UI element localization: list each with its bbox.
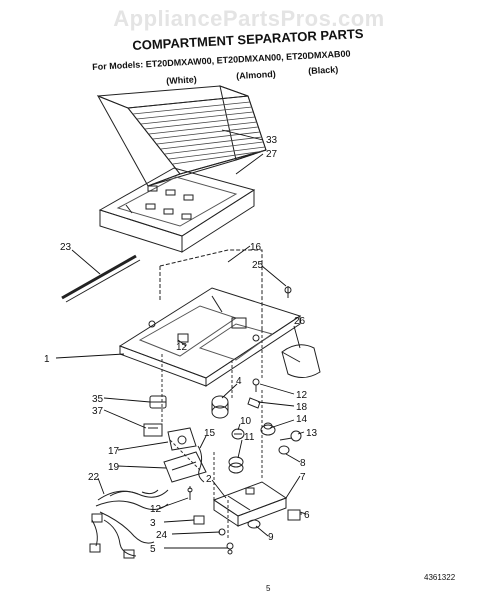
clip-part-37	[247, 397, 261, 409]
callout-13: 13	[306, 428, 318, 439]
housing-part-19	[163, 451, 207, 483]
callout-6: 6	[304, 510, 310, 521]
callout-12: 12	[150, 504, 162, 515]
callout-10: 10	[240, 416, 252, 427]
wire-frame-part	[159, 249, 263, 330]
part-8	[278, 445, 290, 455]
callout-16: 16	[250, 242, 262, 253]
callout-12: 12	[296, 390, 308, 401]
callout-3: 3	[150, 518, 156, 529]
callout-26: 26	[294, 316, 306, 327]
callout-19: 19	[108, 462, 120, 473]
cover-part-26	[281, 344, 321, 378]
callout-17: 17	[108, 446, 120, 457]
figure-code: 4361322	[424, 573, 456, 582]
part-3	[193, 515, 205, 525]
separator-tray-part	[118, 287, 302, 387]
part-5	[226, 542, 234, 555]
callout-37: 37	[92, 406, 104, 417]
callout-5: 5	[150, 544, 156, 555]
wiring-harness-part-22	[89, 489, 169, 559]
screw-part-12-lower	[187, 487, 193, 500]
thermostat-part-4	[211, 395, 229, 419]
callout-14: 14	[296, 414, 308, 425]
screw-part-25	[284, 286, 292, 298]
callout-8: 8	[300, 458, 306, 469]
callout-24: 24	[156, 530, 168, 541]
screw-part-12-upper	[252, 378, 260, 392]
wire-part-15	[197, 445, 205, 483]
bracket-part-18	[143, 423, 163, 437]
callout-1: 1	[44, 354, 50, 365]
callout-23: 23	[60, 242, 72, 253]
separator-frame-part	[98, 167, 256, 253]
control-housing-part-17	[167, 427, 197, 451]
callout-25: 25	[252, 260, 264, 271]
callout-35: 35	[92, 394, 104, 405]
bracket-base-part-2	[212, 481, 288, 527]
bulb-part-13	[279, 430, 302, 442]
part-6	[287, 509, 307, 521]
callout-18: 18	[296, 402, 308, 413]
grille-cover-part	[96, 85, 267, 187]
watermark: AppliancePartsPros.com	[113, 6, 385, 31]
callout-9: 9	[268, 532, 274, 543]
callout-4: 4	[236, 376, 242, 387]
callout-22: 22	[88, 472, 100, 483]
knob-part-10	[231, 428, 245, 440]
callout-27: 27	[266, 149, 278, 160]
knob-part-11	[228, 456, 244, 474]
callout-15: 15	[204, 428, 216, 439]
callout-33: 33	[266, 135, 278, 146]
gasket-strip-part	[61, 254, 141, 303]
part-9	[247, 519, 261, 529]
callout-12: 12	[176, 342, 188, 353]
callout-7: 7	[300, 472, 306, 483]
clip-part-35	[149, 395, 167, 409]
callout-11: 11	[244, 432, 255, 443]
socket-part-14	[260, 422, 276, 436]
callout-2: 2	[206, 474, 212, 485]
page-number: 5	[266, 584, 271, 593]
